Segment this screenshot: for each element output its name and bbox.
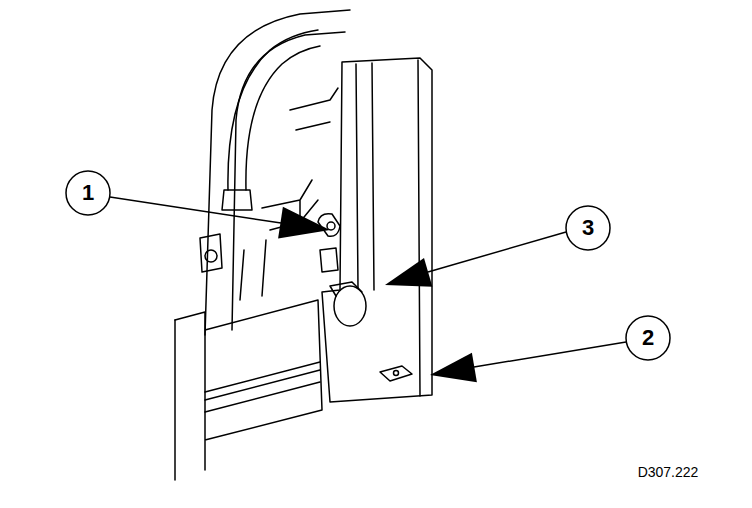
side-bracket xyxy=(200,234,222,272)
upper-bracket xyxy=(290,88,338,130)
latch-plate xyxy=(320,248,338,272)
callout-circle xyxy=(566,206,610,250)
leader-arrowhead xyxy=(385,258,432,287)
leader-line xyxy=(474,342,626,367)
leader-arrowhead xyxy=(430,353,477,383)
figure-code: D307.222 xyxy=(638,465,699,479)
lower-bracket xyxy=(380,366,412,381)
callout-circle xyxy=(66,171,110,215)
pillar-outline xyxy=(205,10,350,335)
callout-number: 1 xyxy=(82,182,94,204)
panel-rib xyxy=(356,60,420,396)
leader-line xyxy=(110,197,281,223)
striker-bolt xyxy=(327,222,335,230)
bracket-hole xyxy=(394,371,399,376)
body-edge xyxy=(174,320,176,480)
leader-arrowhead xyxy=(278,207,330,239)
pillar-flange xyxy=(240,240,266,300)
hose xyxy=(228,30,318,190)
hose-clamp xyxy=(222,190,252,210)
side-bolt xyxy=(205,250,217,262)
sill-step xyxy=(205,362,320,412)
callout-number: 3 xyxy=(582,217,594,239)
leader-line xyxy=(428,232,566,272)
sill-panel xyxy=(175,300,322,470)
callout-number: 2 xyxy=(642,327,654,349)
callout-circle xyxy=(626,316,670,360)
latch-striker xyxy=(318,214,340,237)
bumper-mount xyxy=(330,282,362,296)
hose xyxy=(246,46,320,190)
